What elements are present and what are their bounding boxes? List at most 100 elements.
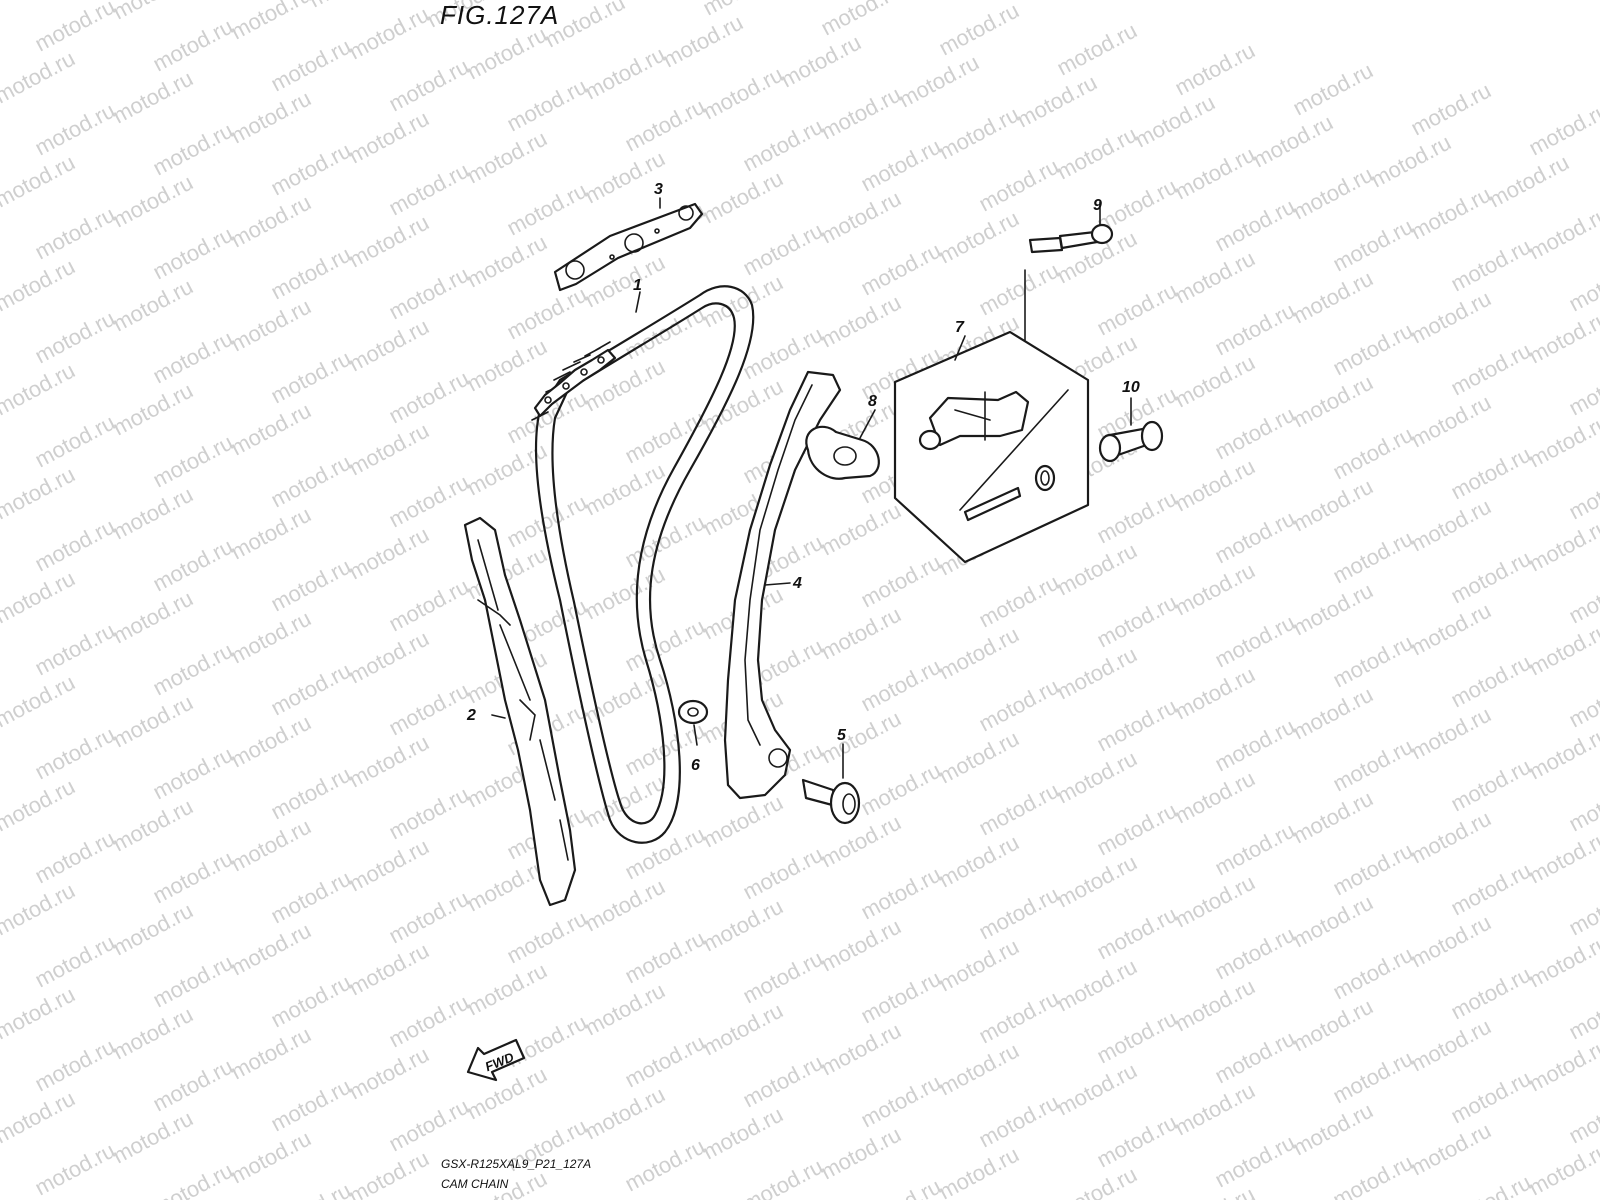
watermark-text: motod.ru [267,450,355,513]
watermark-text: motod.ru [1211,402,1299,465]
watermark-text: motod.ru [739,842,827,905]
watermark-text: motod.ru [149,1158,237,1200]
watermark-text: motod.ru [857,966,945,1029]
watermark-text: motod.ru [1289,266,1377,329]
watermark-text: motod.ru [1093,278,1181,341]
part-4-tensioner-arm[interactable] [723,370,842,800]
part-9-bolt[interactable] [1024,223,1114,341]
part-8-gasket[interactable] [805,425,880,480]
watermark-text: motod.ru [109,482,197,545]
callout-7: 7 [955,319,965,336]
watermark-text: motod.ru [227,606,315,669]
watermark-text: motod.ru [1329,1046,1417,1109]
watermark-text: motod.ru [935,622,1023,685]
watermark-text: motod.ru [385,678,473,741]
part-7-tensioner-assembly[interactable] [893,330,1090,564]
watermark-text: motod.ru [0,1086,79,1149]
watermark-text: motod.ru [0,0,1,36]
part-10-cap-bolt[interactable] [1098,420,1164,463]
watermark-text: motod.ru [1053,122,1141,185]
watermark-text: motod.ru [1171,766,1259,829]
watermark-text: motod.ru [109,378,197,441]
watermark-text: motod.ru [621,1134,709,1197]
watermark-text: motod.ru [1407,182,1495,245]
watermark-text: motod.ru [1211,610,1299,673]
watermark-text: motod.ru [1171,142,1259,205]
watermark-text: motod.ru [149,430,237,493]
watermark-text: motod.ru [739,114,827,177]
watermark-text: motod.ru [581,42,669,105]
watermark-text: motod.ru [699,374,787,437]
watermark-text: motod.ru [1329,1150,1417,1200]
part-3-plate[interactable] [553,202,704,292]
part-5-pivot-bolt[interactable] [801,778,861,825]
watermark-text: motod.ru [463,22,551,85]
part-2-chain-guide[interactable] [463,516,577,907]
watermark-text: motod.ru [1211,194,1299,257]
watermark-text: motod.ru [267,1074,355,1137]
watermark-text: motod.ru [935,0,1023,60]
watermark-text: motod.ru [31,826,119,889]
watermark-text: motod.ru [1289,994,1377,1057]
watermark-text: motod.ru [1525,930,1600,993]
watermark-text: motod.ru [0,670,79,733]
callout-4: 4 [792,575,802,592]
watermark-text: motod.ru [1329,630,1417,693]
watermark-text: motod.ru [109,0,197,24]
watermark-text: motod.ru [621,94,709,157]
part-6-washer[interactable] [677,699,709,725]
watermark-text: motod.ru [109,170,197,233]
watermark-text: motod.ru [227,0,315,44]
watermark-text: motod.ru [1407,598,1495,661]
watermark-text: motod.ru [1407,910,1495,973]
watermark-text: motod.ru [739,946,827,1009]
watermark-text: motod.ru [267,346,355,409]
watermark-text: motod.ru [1053,850,1141,913]
watermark-text: motod.ru [227,502,315,565]
watermark-text: motod.ru [817,290,905,353]
watermark-text: motod.ru [975,986,1063,1049]
watermark-text: motod.ru [1289,890,1377,953]
watermark-text: motod.ru [1447,858,1535,921]
watermark-text: motod.ru [267,866,355,929]
watermark-text: motod.ru [817,82,905,145]
watermark-text: motod.ru [385,262,473,325]
watermark-text: motod.ru [31,410,119,473]
watermark-text: motod.ru [621,510,709,573]
watermark-text: motod.ru [1367,130,1455,193]
callout-9: 9 [1093,197,1102,214]
watermark-text: motod.ru [1211,714,1299,777]
watermark-text: motod.ru [0,774,79,837]
watermark-text: motod.ru [267,762,355,825]
watermark-text: motod.ru [1289,786,1377,849]
watermark-text: motod.ru [345,1146,433,1200]
watermark-text: motod.ru [1053,1058,1141,1121]
part-1-cam-chain[interactable] [531,285,755,844]
watermark-text: motod.ru [975,882,1063,945]
watermark-text: motod.ru [0,462,79,525]
watermark-text: motod.ru [817,810,905,873]
watermark-text: motod.ru [149,742,237,805]
watermark-text: motod.ru [1289,162,1377,225]
watermark-text: motod.ru [345,522,433,585]
watermark-text: motod.ru [1171,38,1259,101]
watermark-text: motod.ru [1093,1110,1181,1173]
watermark-text: motod.ru [109,690,197,753]
watermark-text: motod.ru [385,886,473,949]
watermark-text: motod.ru [739,1154,827,1200]
watermark-text: motod.ru [1565,774,1600,837]
callout-1: 1 [633,277,642,294]
watermark-text: motod.ru [975,778,1063,841]
watermark-text: motod.ru [1171,870,1259,933]
watermark-text: motod.ru [1447,234,1535,297]
figure-title: FIG.127A [440,0,559,30]
watermark-text: motod.ru [1525,1138,1600,1200]
watermark-text: motod.ru [385,158,473,221]
watermark-text: motod.ru [31,514,119,577]
watermark-text: motod.ru [0,0,79,4]
watermark-text: motod.ru [1249,110,1337,173]
watermark-text: motod.ru [227,398,315,461]
watermark-text: motod.ru [581,1082,669,1145]
watermark-text: motod.ru [1093,694,1181,757]
watermark-text: motod.ru [1211,506,1299,569]
